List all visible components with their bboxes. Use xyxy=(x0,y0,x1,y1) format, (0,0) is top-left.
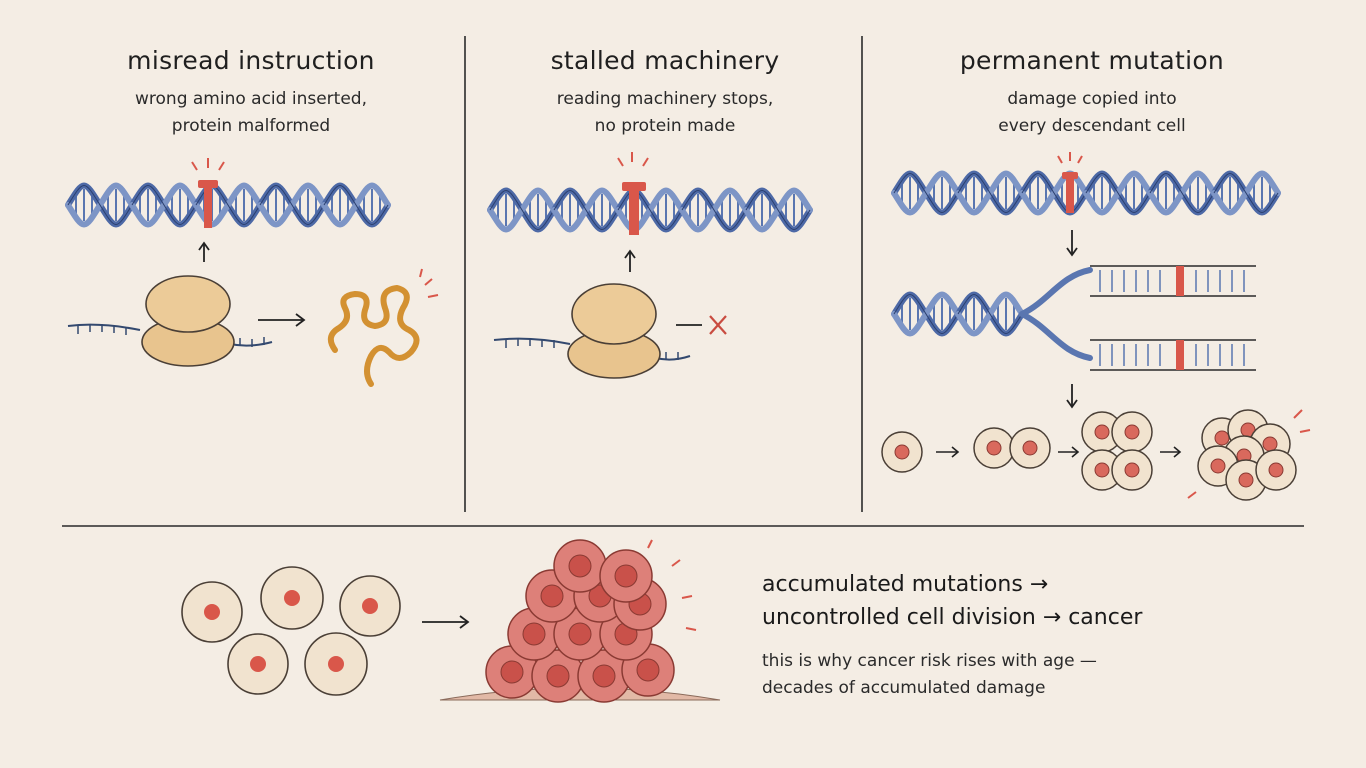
panel-title-permanent: permanent mutation xyxy=(959,46,1225,75)
arrow-down xyxy=(1066,384,1078,409)
note-line: decades of accumulated damage xyxy=(762,678,1046,698)
panel-subtitle-permanent: damage copied into every descendant cell xyxy=(892,86,1292,140)
subtitle-line: protein malformed xyxy=(171,116,331,136)
dna-helix xyxy=(490,191,810,230)
conclusion-note: this is why cancer risk rises with age —… xyxy=(762,648,1097,702)
mutated-cells xyxy=(181,566,401,696)
arrow-up xyxy=(198,241,210,262)
subtitle-line: wrong amino acid inserted, xyxy=(135,89,367,109)
panel-title-misread: misread instruction xyxy=(127,46,375,75)
arrow-down xyxy=(1066,230,1078,257)
panel-subtitle-misread: wrong amino acid inserted, protein malfo… xyxy=(51,86,451,140)
damage-marker xyxy=(617,152,649,235)
blocked-arrow xyxy=(676,315,727,335)
cell-division-sequence xyxy=(881,409,1311,501)
panel-title-stalled: stalled machinery xyxy=(550,46,780,75)
dna-helix xyxy=(68,186,388,225)
dna-helix xyxy=(894,174,1278,213)
conclusion-headline: accumulated mutations → uncontrolled cel… xyxy=(762,572,1142,630)
arrow-right xyxy=(422,615,470,629)
subtitle-line: damage copied into xyxy=(1007,89,1177,109)
subtitle-line: reading machinery stops, xyxy=(556,89,774,109)
subtitle-line: every descendant cell xyxy=(998,116,1186,136)
headline-line: accumulated mutations → xyxy=(762,572,1049,597)
ribosome xyxy=(141,275,235,367)
note-line: this is why cancer risk rises with age — xyxy=(762,651,1097,671)
damage-marker xyxy=(1057,152,1083,213)
subtitle-line: no protein made xyxy=(594,116,736,136)
panel-subtitle-stalled: reading machinery stops, no protein made xyxy=(465,86,865,140)
arrow-right xyxy=(258,313,306,327)
damage-marker xyxy=(191,158,225,228)
headline-line: uncontrolled cell division → cancer xyxy=(762,605,1143,630)
misfolded-protein xyxy=(327,284,420,387)
ribosome xyxy=(567,283,661,379)
tumor-mass xyxy=(439,539,721,703)
replication-fork xyxy=(894,265,1256,371)
arrow-up xyxy=(624,249,636,272)
